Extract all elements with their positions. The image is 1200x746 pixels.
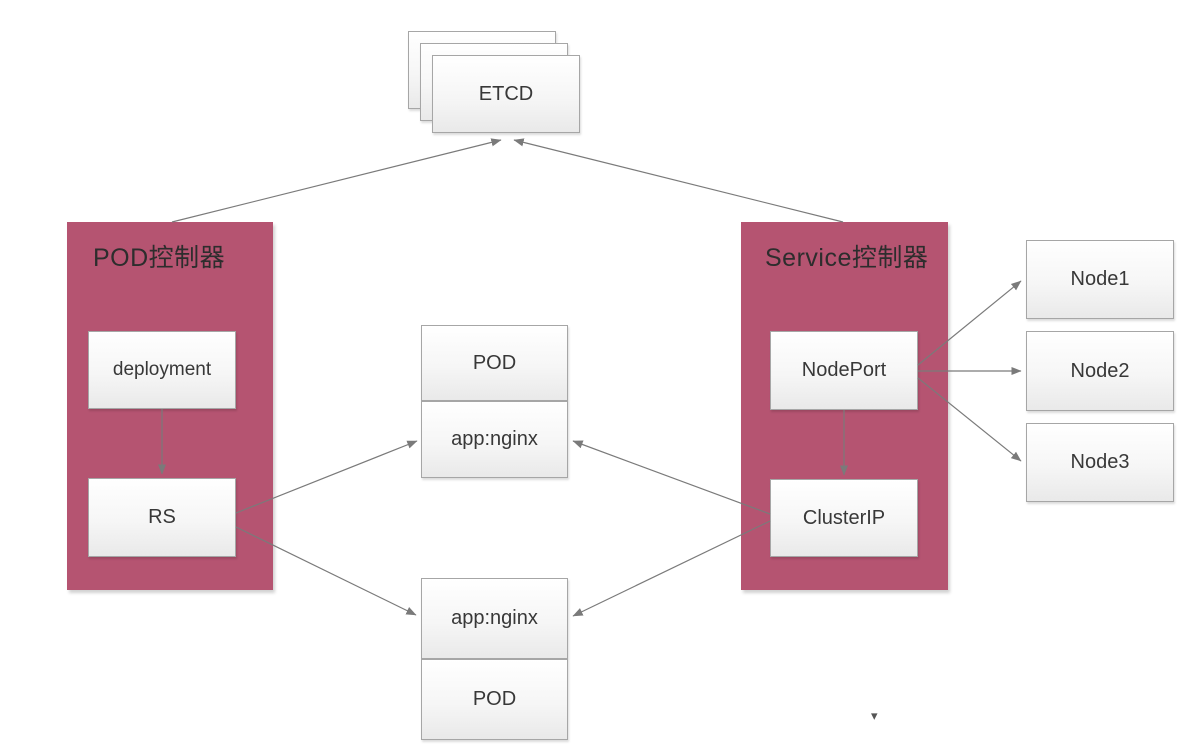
- edge-service-controller-to-etcd: [513, 138, 844, 223]
- pod-controller-title: POD控制器: [93, 244, 226, 272]
- etcd-label: ETCD: [478, 82, 534, 105]
- down-triangle-icon: ▾: [871, 708, 878, 723]
- deployment-node: deployment: [88, 331, 236, 409]
- service-controller-title: Service控制器: [765, 244, 929, 272]
- rs-node: RS: [88, 478, 236, 557]
- app-nginx-bottom-label: app:nginx: [451, 607, 538, 629]
- node3-label: Node3: [1070, 451, 1130, 473]
- etcd-node: ETCD: [432, 55, 580, 133]
- node2-node: Node2: [1026, 331, 1174, 411]
- edge-pod-controller-to-etcd: [171, 138, 502, 223]
- nodeport-label: NodePort: [801, 359, 887, 381]
- clusterip-node: ClusterIP: [770, 479, 918, 557]
- app-nginx-top-label: app:nginx: [451, 428, 538, 450]
- pod-top-node: POD: [421, 325, 568, 401]
- node1-label: Node1: [1070, 268, 1130, 290]
- pod-top-label: POD: [472, 351, 517, 374]
- nodeport-node: NodePort: [770, 331, 918, 410]
- pod-bottom-node: POD: [421, 659, 568, 740]
- deployment-label: deployment: [112, 359, 212, 380]
- node2-label: Node2: [1070, 359, 1130, 382]
- app-nginx-top-node: app:nginx: [421, 401, 568, 478]
- app-nginx-bottom-node: app:nginx: [421, 578, 568, 659]
- node1-node: Node1: [1026, 240, 1174, 319]
- node3-node: Node3: [1026, 423, 1174, 502]
- pod-bottom-label: POD: [472, 688, 517, 710]
- clusterip-label: ClusterIP: [802, 506, 886, 529]
- rs-label: RS: [148, 506, 176, 528]
